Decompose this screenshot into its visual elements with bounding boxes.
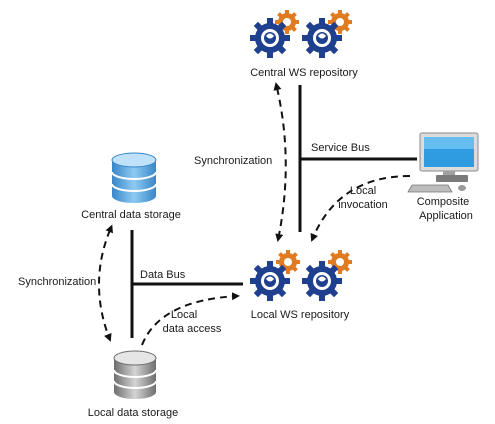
local-ws-repository-label: Local WS repository (251, 309, 350, 321)
data-synchronization-arrow (98, 224, 113, 342)
composite-application-label-2: Application (419, 210, 473, 222)
local-ws-gears-icon (250, 250, 352, 301)
data-bus-label: Data Bus (140, 269, 186, 281)
local-data-access-arrow (141, 292, 240, 346)
central-ws-gears-icon (250, 10, 352, 58)
local-invocation-arrow (310, 175, 411, 242)
central-data-storage-label: Central data storage (81, 209, 181, 221)
ws-synchronization-label: Synchronization (194, 155, 272, 167)
central-ws-repository-label: Central WS repository (250, 67, 358, 79)
service-bus-label: Service Bus (311, 142, 370, 154)
computer-icon (407, 132, 479, 193)
local-data-access-label-1: Local (171, 309, 197, 321)
local-database-icon (113, 350, 157, 399)
local-invocation-label-2: invocation (338, 199, 388, 211)
local-data-access-label-2: data access (163, 323, 222, 335)
local-invocation-label-1: Local (350, 185, 376, 197)
central-database-icon (111, 152, 157, 203)
local-data-storage-label: Local data storage (88, 407, 179, 419)
composite-application-label-1: Composite (417, 196, 470, 208)
ws-synchronization-arrow (273, 82, 287, 242)
data-synchronization-label: Synchronization (18, 276, 96, 288)
